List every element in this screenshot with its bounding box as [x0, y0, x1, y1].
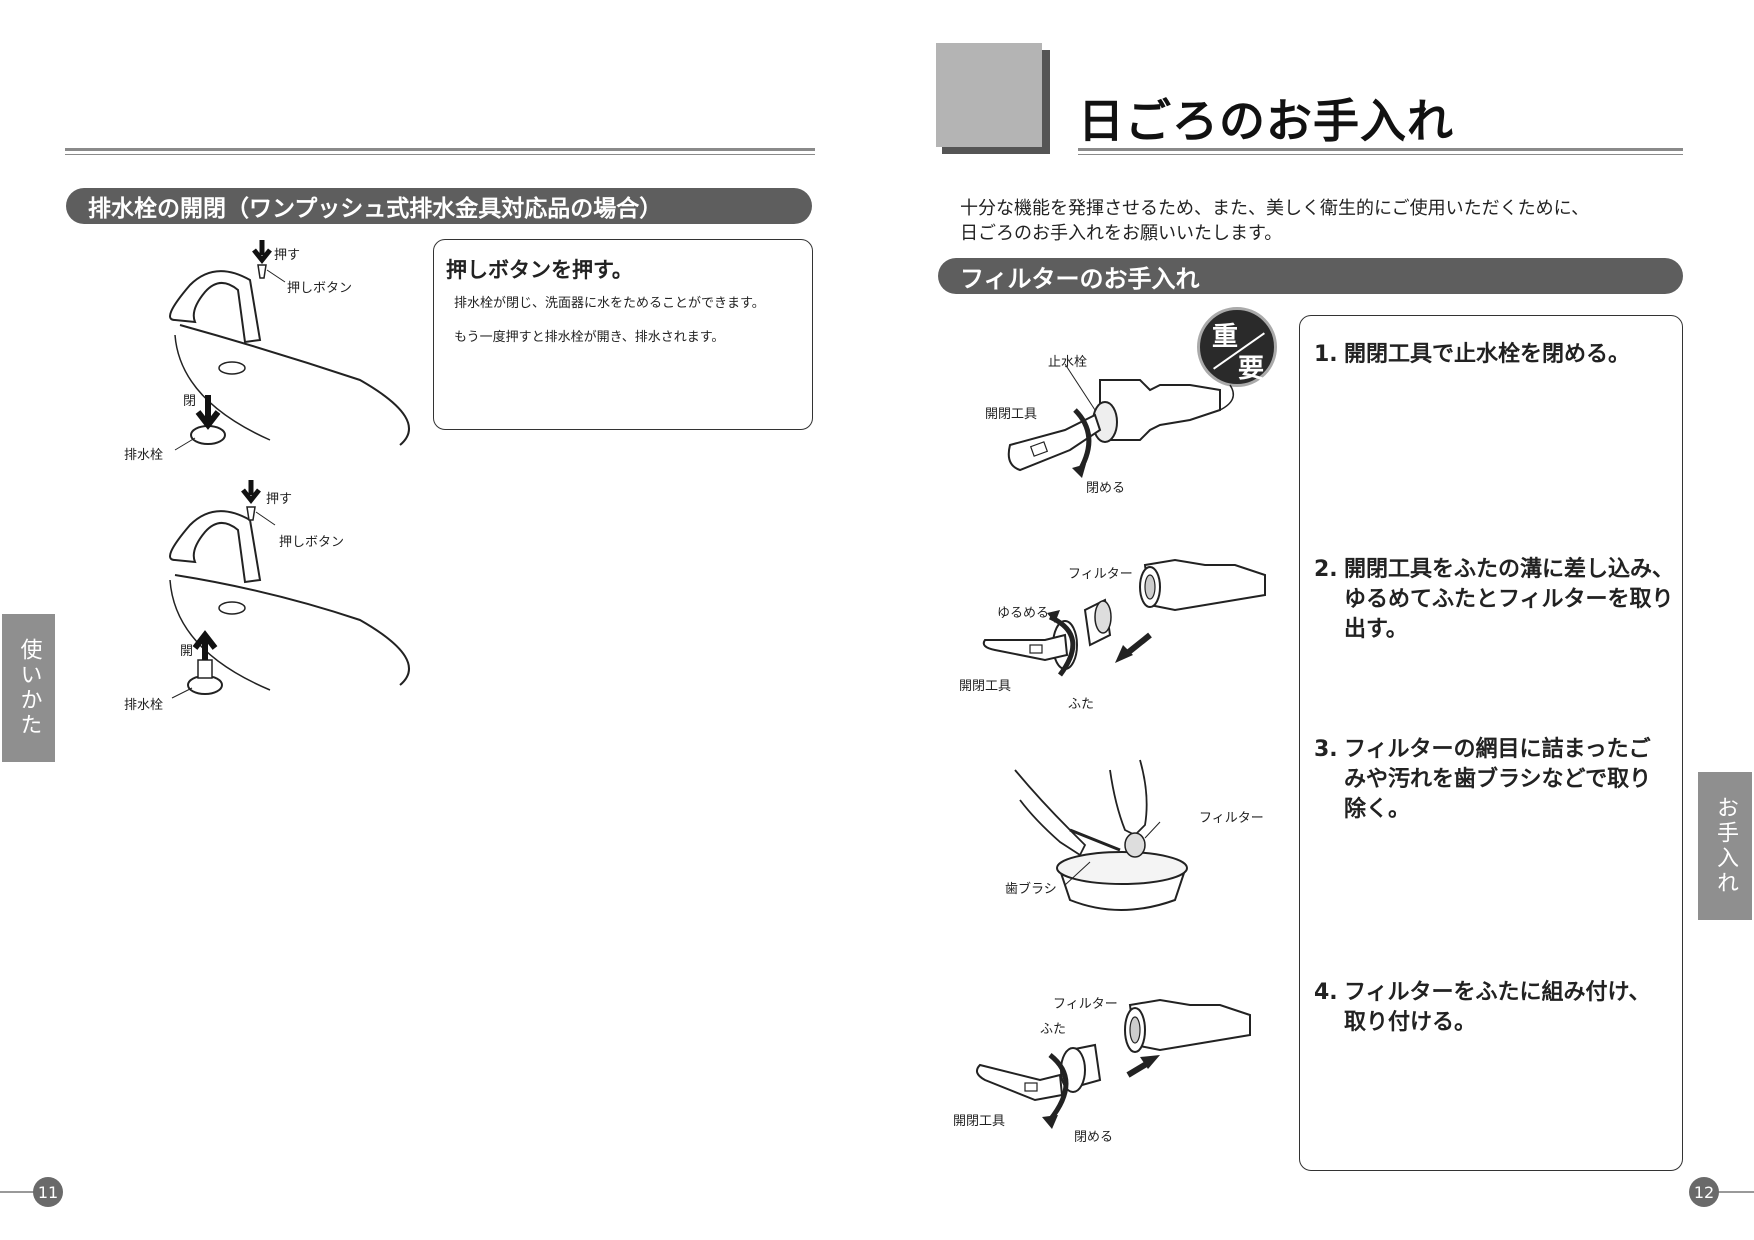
faucet-closed-illustration: [169, 240, 410, 451]
footer-rule-left: [0, 1191, 35, 1193]
page-number-right-text: 12: [1693, 1182, 1715, 1202]
filter-brush-illustration: [1014, 759, 1188, 911]
step-2-line-3: 出す。: [1344, 617, 1408, 642]
side-tab-usage[interactable]: 使いかた: [2, 614, 55, 762]
title-block: [936, 43, 1042, 147]
section-title-text: 排水栓の開閉（ワンプッシュ式排水金具対応品の場合）: [88, 196, 663, 222]
faucet-open-illustration: [169, 480, 410, 699]
side-tab-usage-label: 使いかた: [16, 638, 42, 738]
fig1-valve-label: 止水栓: [1048, 355, 1088, 370]
footer-rule-right: [1718, 1191, 1754, 1193]
instruction-line-2: もう一度押すと排水栓が開き、排水されます。: [454, 330, 725, 345]
step-3-line-1: フィルターの網目に詰まったご: [1344, 737, 1651, 762]
fig2-lid-label: ふた: [1068, 697, 1095, 712]
intro-line-2: 日ごろのお手入れをお願いいたします。: [960, 223, 1283, 244]
section-title-filter: フィルターのお手入れ: [938, 258, 1683, 294]
fig-bottom-state-label: 開: [180, 644, 194, 659]
page-title: 日ごろのお手入れ: [1078, 94, 1454, 148]
page-number-left: 11: [33, 1177, 63, 1207]
badge-top-char: 重: [1212, 322, 1239, 352]
title-rule-thin: [1078, 154, 1683, 155]
step-3-line-3: 除く。: [1344, 797, 1411, 822]
header-rule: [65, 148, 815, 151]
step-3: 3.フィルターの網目に詰まったご みや汚れを歯ブラシなどで取り 除く。: [1314, 735, 1674, 825]
step-3-num: 3.: [1314, 737, 1338, 762]
filter-remove-illustration: [982, 558, 1266, 677]
fig-top-drain-label: 排水栓: [124, 448, 164, 463]
step-1-line-1: 開閉工具で止水栓を閉める。: [1344, 342, 1631, 367]
step-3-line-2: みや汚れを歯ブラシなどで取り: [1344, 767, 1652, 792]
fig2-loosen-label: ゆるめる: [997, 606, 1050, 621]
side-tab-care-label: お手入れ: [1713, 796, 1738, 896]
step-1: 1.開閉工具で止水栓を閉める。: [1314, 340, 1674, 370]
fig-bottom-drain-label: 排水栓: [124, 698, 164, 713]
header-rule-thin: [65, 154, 815, 155]
fig1-tool-label: 開閉工具: [985, 407, 1038, 422]
valve-close-illustration: [1007, 363, 1235, 478]
fig-top-push-label: 押す: [274, 248, 301, 263]
fig-top-button-label: 押しボタン: [287, 281, 353, 296]
fig3-brush-label: 歯ブラシ: [1005, 882, 1057, 897]
fig4-tool-label: 開閉工具: [953, 1114, 1006, 1129]
intro-line-1: 十分な機能を発揮させるため、また、美しく衛生的にご使用いただくために、: [960, 198, 1590, 219]
title-rule: [1078, 148, 1683, 151]
step-2: 2.開閉工具をふたの溝に差し込み、 ゆるめてふたとフィルターを取り 出す。: [1314, 555, 1674, 645]
step-2-line-2: ゆるめてふたとフィルターを取り: [1344, 587, 1674, 612]
page-number-right: 12: [1689, 1177, 1719, 1207]
fig4-lid-label: ふた: [1040, 1022, 1067, 1037]
section-title-drain: 排水栓の開閉（ワンプッシュ式排水金具対応品の場合）: [66, 188, 812, 224]
instruction-heading: 押しボタンを押す。: [446, 258, 633, 282]
step-4: 4.フィルターをふたに組み付け、 取り付ける。: [1314, 978, 1674, 1038]
fig4-close-label: 閉める: [1074, 1130, 1114, 1145]
fig-bottom-push-label: 押す: [266, 492, 293, 507]
fig3-filter-label: フィルター: [1199, 811, 1264, 826]
filter-install-illustration: [975, 998, 1251, 1129]
instruction-box: 押しボタンを押す。 排水栓が閉じ、洗面器に水をためることができます。 もう一度押…: [433, 239, 813, 430]
step-1-num: 1.: [1314, 342, 1338, 367]
fig4-filter-label: フィルター: [1053, 997, 1118, 1012]
step-4-line-1: フィルターをふたに組み付け、: [1344, 980, 1651, 1005]
section-title-filter-text: フィルターのお手入れ: [960, 264, 1200, 293]
step-2-line-1: 開閉工具をふたの溝に差し込み、: [1344, 557, 1675, 582]
badge-bottom-char: 要: [1238, 354, 1265, 384]
step-4-num: 4.: [1314, 980, 1338, 1005]
fig1-close-label: 閉める: [1086, 481, 1126, 496]
fig2-filter-label: フィルター: [1068, 567, 1133, 582]
fig2-tool-label: 開閉工具: [959, 679, 1012, 694]
fig-bottom-button-label: 押しボタン: [279, 535, 345, 550]
side-tab-care[interactable]: お手入れ: [1698, 772, 1752, 920]
fig-top-state-label: 閉: [183, 394, 197, 409]
page-number-left-text: 11: [37, 1182, 59, 1202]
important-badge: 重 要: [1197, 307, 1277, 387]
instruction-line-1: 排水栓が閉じ、洗面器に水をためることができます。: [454, 296, 765, 311]
step-2-num: 2.: [1314, 557, 1338, 582]
steps-box: [1299, 315, 1683, 1171]
step-4-line-2: 取り付ける。: [1344, 1010, 1477, 1035]
